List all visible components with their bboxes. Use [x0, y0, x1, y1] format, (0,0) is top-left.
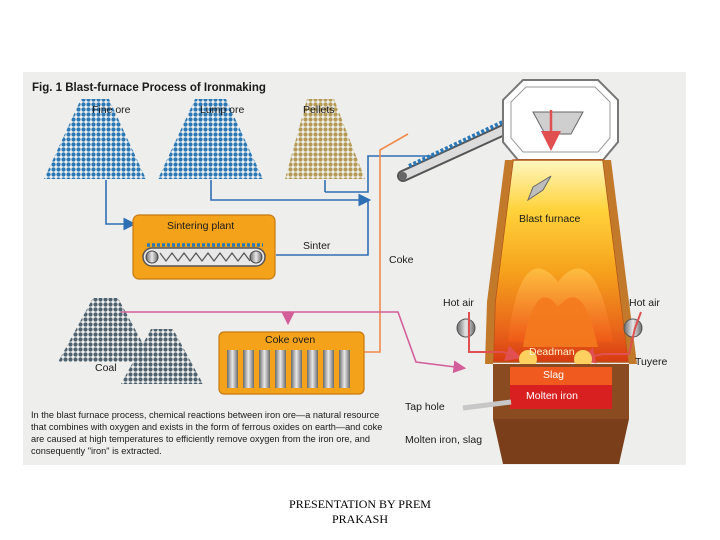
label-hot-air-left: Hot air: [443, 297, 474, 309]
label-tuyere: Tuyere: [635, 356, 668, 368]
furnace-top-hood-inner: [510, 86, 611, 153]
label-tap-hole: Tap hole: [405, 401, 445, 413]
label-pellets: Pellets: [303, 104, 335, 116]
sintering-conveyor: [142, 247, 266, 267]
molten-iron-layer: [510, 385, 612, 409]
label-fine-ore: Fine ore: [92, 104, 131, 116]
figure-caption: In the blast furnace process, chemical r…: [31, 410, 383, 456]
coke-oven-chambers: [227, 350, 350, 388]
hearth-base: [493, 419, 629, 464]
label-coke: Coke: [389, 254, 414, 266]
label-lump-ore: Lump ore: [200, 104, 245, 116]
label-sinter: Sinter: [303, 240, 331, 252]
furnace-wall: [485, 160, 513, 364]
hot-air-left-flow: [468, 312, 522, 361]
fine-ore-pile: [44, 99, 146, 179]
label-coal: Coal: [95, 362, 117, 374]
label-hot-air-right: Hot air: [629, 297, 660, 309]
pellets-to-conveyor: [325, 155, 443, 193]
sinter-belt-zigzag: [159, 252, 251, 262]
process-diagram: [44, 79, 643, 464]
pellets-pile: [285, 99, 365, 179]
label-deadman: Deadman: [529, 346, 575, 358]
slag-layer: [510, 367, 612, 385]
coal-to-furnace-flow: [288, 311, 467, 374]
furnace-wall-right: [603, 160, 637, 364]
sinter-roller-left: [145, 250, 159, 264]
coke-flow: [363, 133, 409, 353]
raceway-right: [574, 350, 592, 368]
ore-conveyor-flow: [210, 180, 372, 207]
tap-hole-flow: [462, 399, 512, 411]
coal-pile-front: [121, 329, 203, 384]
lump-ore-pile: [158, 99, 263, 179]
furnace-hopper: [532, 111, 584, 135]
fine-ore-flow: [105, 180, 137, 231]
coal-pile-back: [58, 298, 153, 362]
label-molten-iron: Molten iron: [526, 390, 578, 402]
credit-line-2: PRAKASH: [331, 512, 388, 526]
sinter-flow: [276, 200, 369, 256]
label-blast-furnace: Blast furnace: [519, 213, 581, 225]
credit-line-1: PRESENTATION BY PREM: [289, 497, 431, 511]
presentation-credit: PRESENTATION BY PREM PRAKASH: [0, 497, 720, 527]
figure-title: Fig. 1 Blast-furnace Process of Ironmaki…: [32, 82, 266, 94]
label-sintering-plant: Sintering plant: [167, 220, 235, 232]
coal-flow: [121, 311, 295, 326]
furnace-cohesive-zone-inner: [523, 297, 598, 347]
raceway-left: [519, 350, 537, 368]
label-slag: Slag: [543, 369, 565, 381]
hot-air-right-flow: [579, 311, 642, 364]
furnace-distributor: [526, 175, 552, 202]
blast-furnace-figure: Fig. 1 Blast-furnace Process of Ironmaki…: [23, 72, 686, 465]
left-tuyere-pipe: [456, 318, 476, 338]
sinter-roller-right: [249, 250, 263, 264]
label-coke-oven: Coke oven: [265, 334, 316, 346]
label-molten-iron-slag: Molten iron, slag: [405, 434, 483, 446]
